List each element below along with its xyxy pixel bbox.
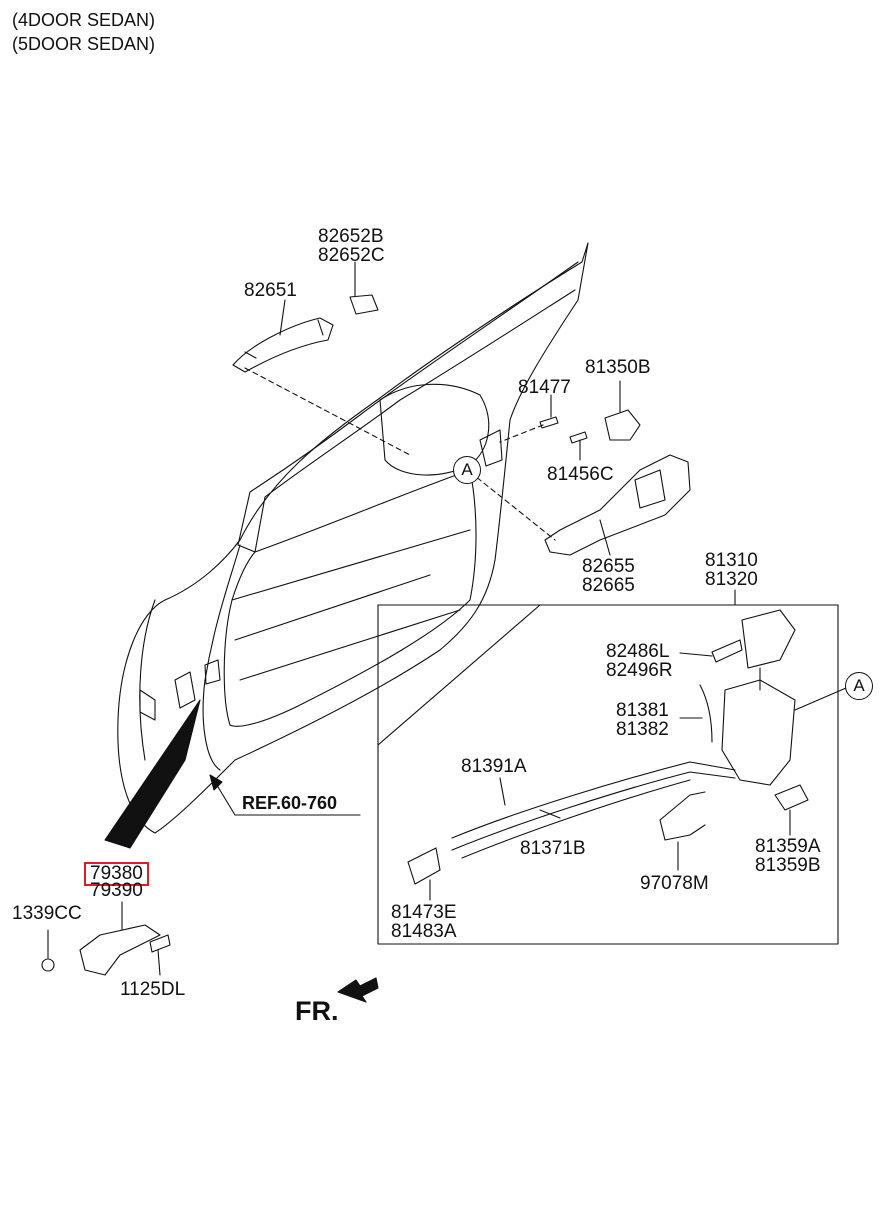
door-latch [721, 679, 796, 786]
bracket-81350b [604, 409, 641, 441]
reference-label[interactable]: REF.60-760 [242, 793, 338, 813]
lock-box [377, 604, 839, 945]
part-label-79390[interactable]: 79390 [90, 880, 143, 901]
front-label: FR. [295, 996, 339, 1026]
part-label-81456c[interactable]: 81456C [547, 464, 614, 485]
part-label-81477[interactable]: 81477 [518, 377, 571, 398]
front-arrow [337, 977, 379, 1003]
inside-handle-bracket [407, 847, 441, 885]
checker-arrow [104, 699, 201, 849]
handle-cap [349, 294, 379, 315]
part-label-81382[interactable]: 81382 [616, 719, 669, 740]
part-label-1339cc[interactable]: 1339CC [12, 903, 82, 924]
callout-a-upper: A [453, 456, 481, 484]
part-label-81483a[interactable]: 81483A [391, 921, 457, 942]
part-label-81350b[interactable]: 81350B [585, 357, 651, 378]
part-label-82651[interactable]: 82651 [244, 280, 297, 301]
part-label-81381[interactable]: 81381 [616, 700, 669, 721]
door-outline [117, 242, 589, 834]
part-label-1125dl[interactable]: 1125DL [120, 979, 186, 1000]
callout-a-lower: A [845, 672, 873, 700]
part-label-97078m[interactable]: 97078M [640, 873, 709, 894]
inner-panel [223, 469, 477, 727]
door-checker [79, 924, 161, 976]
part-label-81391a[interactable]: 81391A [461, 756, 527, 777]
part-label-79380-highlighted[interactable]: 79380 [84, 862, 149, 886]
part-label-82496r[interactable]: 82496R [606, 660, 673, 681]
part-label-81359a[interactable]: 81359A [755, 836, 821, 857]
outside-handle [232, 317, 334, 373]
part-label-82655[interactable]: 82655 [582, 556, 635, 577]
part-label-81310[interactable]: 81310 [705, 550, 758, 571]
handle-frame [544, 454, 691, 556]
header-line-1: (4DOOR SEDAN) [12, 10, 156, 30]
part-label-82652c[interactable]: 82652C [318, 245, 385, 266]
part-label-82486l[interactable]: 82486L [606, 641, 670, 662]
part-label-81320[interactable]: 81320 [705, 569, 758, 590]
header-line-2: (5DOOR SEDAN) [12, 34, 156, 54]
part-label-81371b[interactable]: 81371B [520, 838, 586, 859]
part-label-82652b[interactable]: 82652B [318, 226, 384, 247]
window-frame [237, 261, 579, 553]
part-label-81359b[interactable]: 81359B [755, 855, 821, 876]
part-label-81473e[interactable]: 81473E [391, 902, 457, 923]
part-label-82665[interactable]: 82665 [582, 575, 635, 596]
